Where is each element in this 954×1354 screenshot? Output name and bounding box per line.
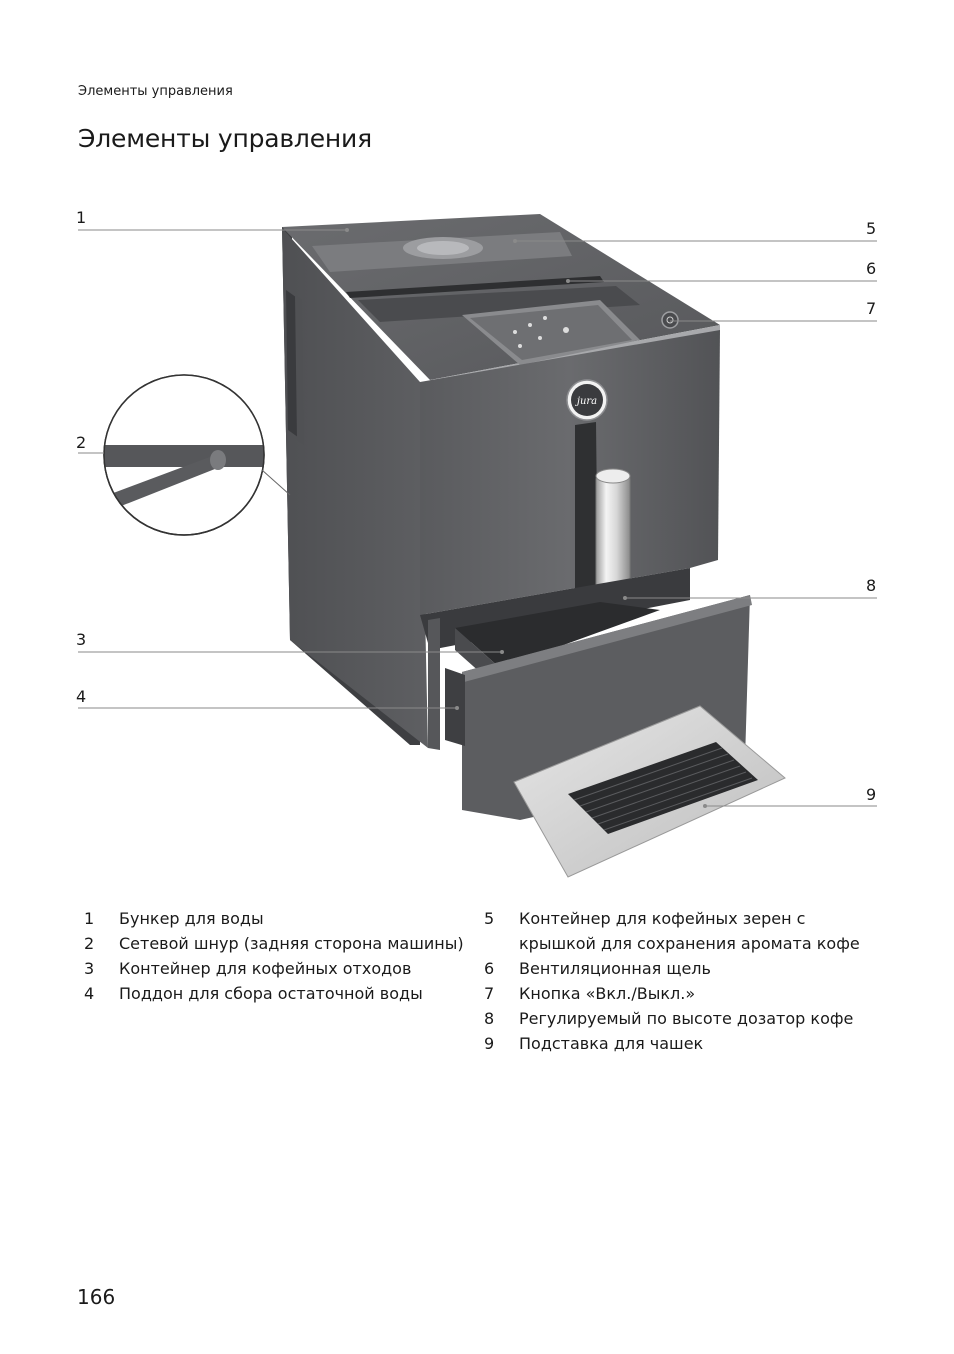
callout-2: 2 — [76, 433, 87, 452]
legend-number: 3 — [84, 959, 95, 978]
legend-number: 2 — [84, 934, 95, 953]
callout-3: 3 — [76, 630, 87, 649]
grounds-container — [455, 602, 660, 668]
legend-text: Контейнер для кофейных отходов — [119, 959, 412, 978]
legend-number: 6 — [484, 959, 495, 978]
legend-text: Регулируемый по высоте дозатор кофе — [519, 1009, 854, 1028]
callout-5: 5 — [866, 219, 877, 238]
callout-4: 4 — [76, 687, 87, 706]
legend-item: 7 Кнопка «Вкл./Выкл.» — [484, 981, 884, 1006]
legend-item: 9 Подставка для чашек — [484, 1031, 884, 1056]
legend-right: 5 Контейнер для кофейных зерен с крышкой… — [484, 906, 884, 1056]
power-button — [661, 311, 679, 329]
legend-item: 2 Сетевой шнур (задняя сторона машины) — [84, 931, 464, 956]
legend-item: 8 Регулируемый по высоте дозатор кофе — [484, 1006, 884, 1031]
callout-8: 8 — [866, 576, 877, 595]
legend-text: Контейнер для кофейных зерен с крышкой д… — [519, 909, 860, 953]
legend-text: Кнопка «Вкл./Выкл.» — [519, 984, 696, 1003]
logo-text: jura — [575, 396, 597, 407]
legend-number: 8 — [484, 1009, 495, 1028]
legend-number: 1 — [84, 909, 95, 928]
machine-front — [420, 330, 720, 615]
legend-number: 4 — [84, 984, 95, 1003]
legend-item: 1 Бункер для воды — [84, 906, 464, 931]
legend-text: Сетевой шнур (задняя сторона машины) — [119, 934, 464, 953]
legend-text: Бункер для воды — [119, 909, 264, 928]
power-cord — [104, 455, 225, 512]
callout-7: 7 — [866, 299, 877, 318]
page-number: 166 — [77, 1285, 116, 1309]
legend-item: 3 Контейнер для кофейных отходов — [84, 956, 464, 981]
legend-text: Поддон для сбора остаточной воды — [119, 984, 423, 1003]
legend-text: Вентиляционная щель — [519, 959, 711, 978]
legend-item: 5 Контейнер для кофейных зерен с крышкой… — [484, 906, 884, 956]
coffee-machine-illustration: jura — [78, 214, 877, 878]
callout-lines — [78, 229, 877, 807]
coffee-machine-figure: jura — [0, 190, 954, 890]
machine-side-panel — [282, 228, 428, 748]
legend-item: 4 Поддон для сбора остаточной воды — [84, 981, 464, 1006]
legend-number: 9 — [484, 1034, 495, 1053]
running-head: Элементы управления — [78, 84, 233, 99]
callout-6: 6 — [866, 259, 877, 278]
callout-9: 9 — [866, 785, 877, 804]
callout-1: 1 — [76, 208, 87, 227]
legend-text: Подставка для чашек — [519, 1034, 704, 1053]
ventilation-slot — [346, 276, 604, 298]
legend-left: 1 Бункер для воды 2 Сетевой шнур (задняя… — [84, 906, 464, 1006]
legend-number: 5 — [484, 909, 495, 928]
legend-number: 7 — [484, 984, 495, 1003]
legend-item: 6 Вентиляционная щель — [484, 956, 884, 981]
page-title: Элементы управления — [78, 124, 372, 153]
